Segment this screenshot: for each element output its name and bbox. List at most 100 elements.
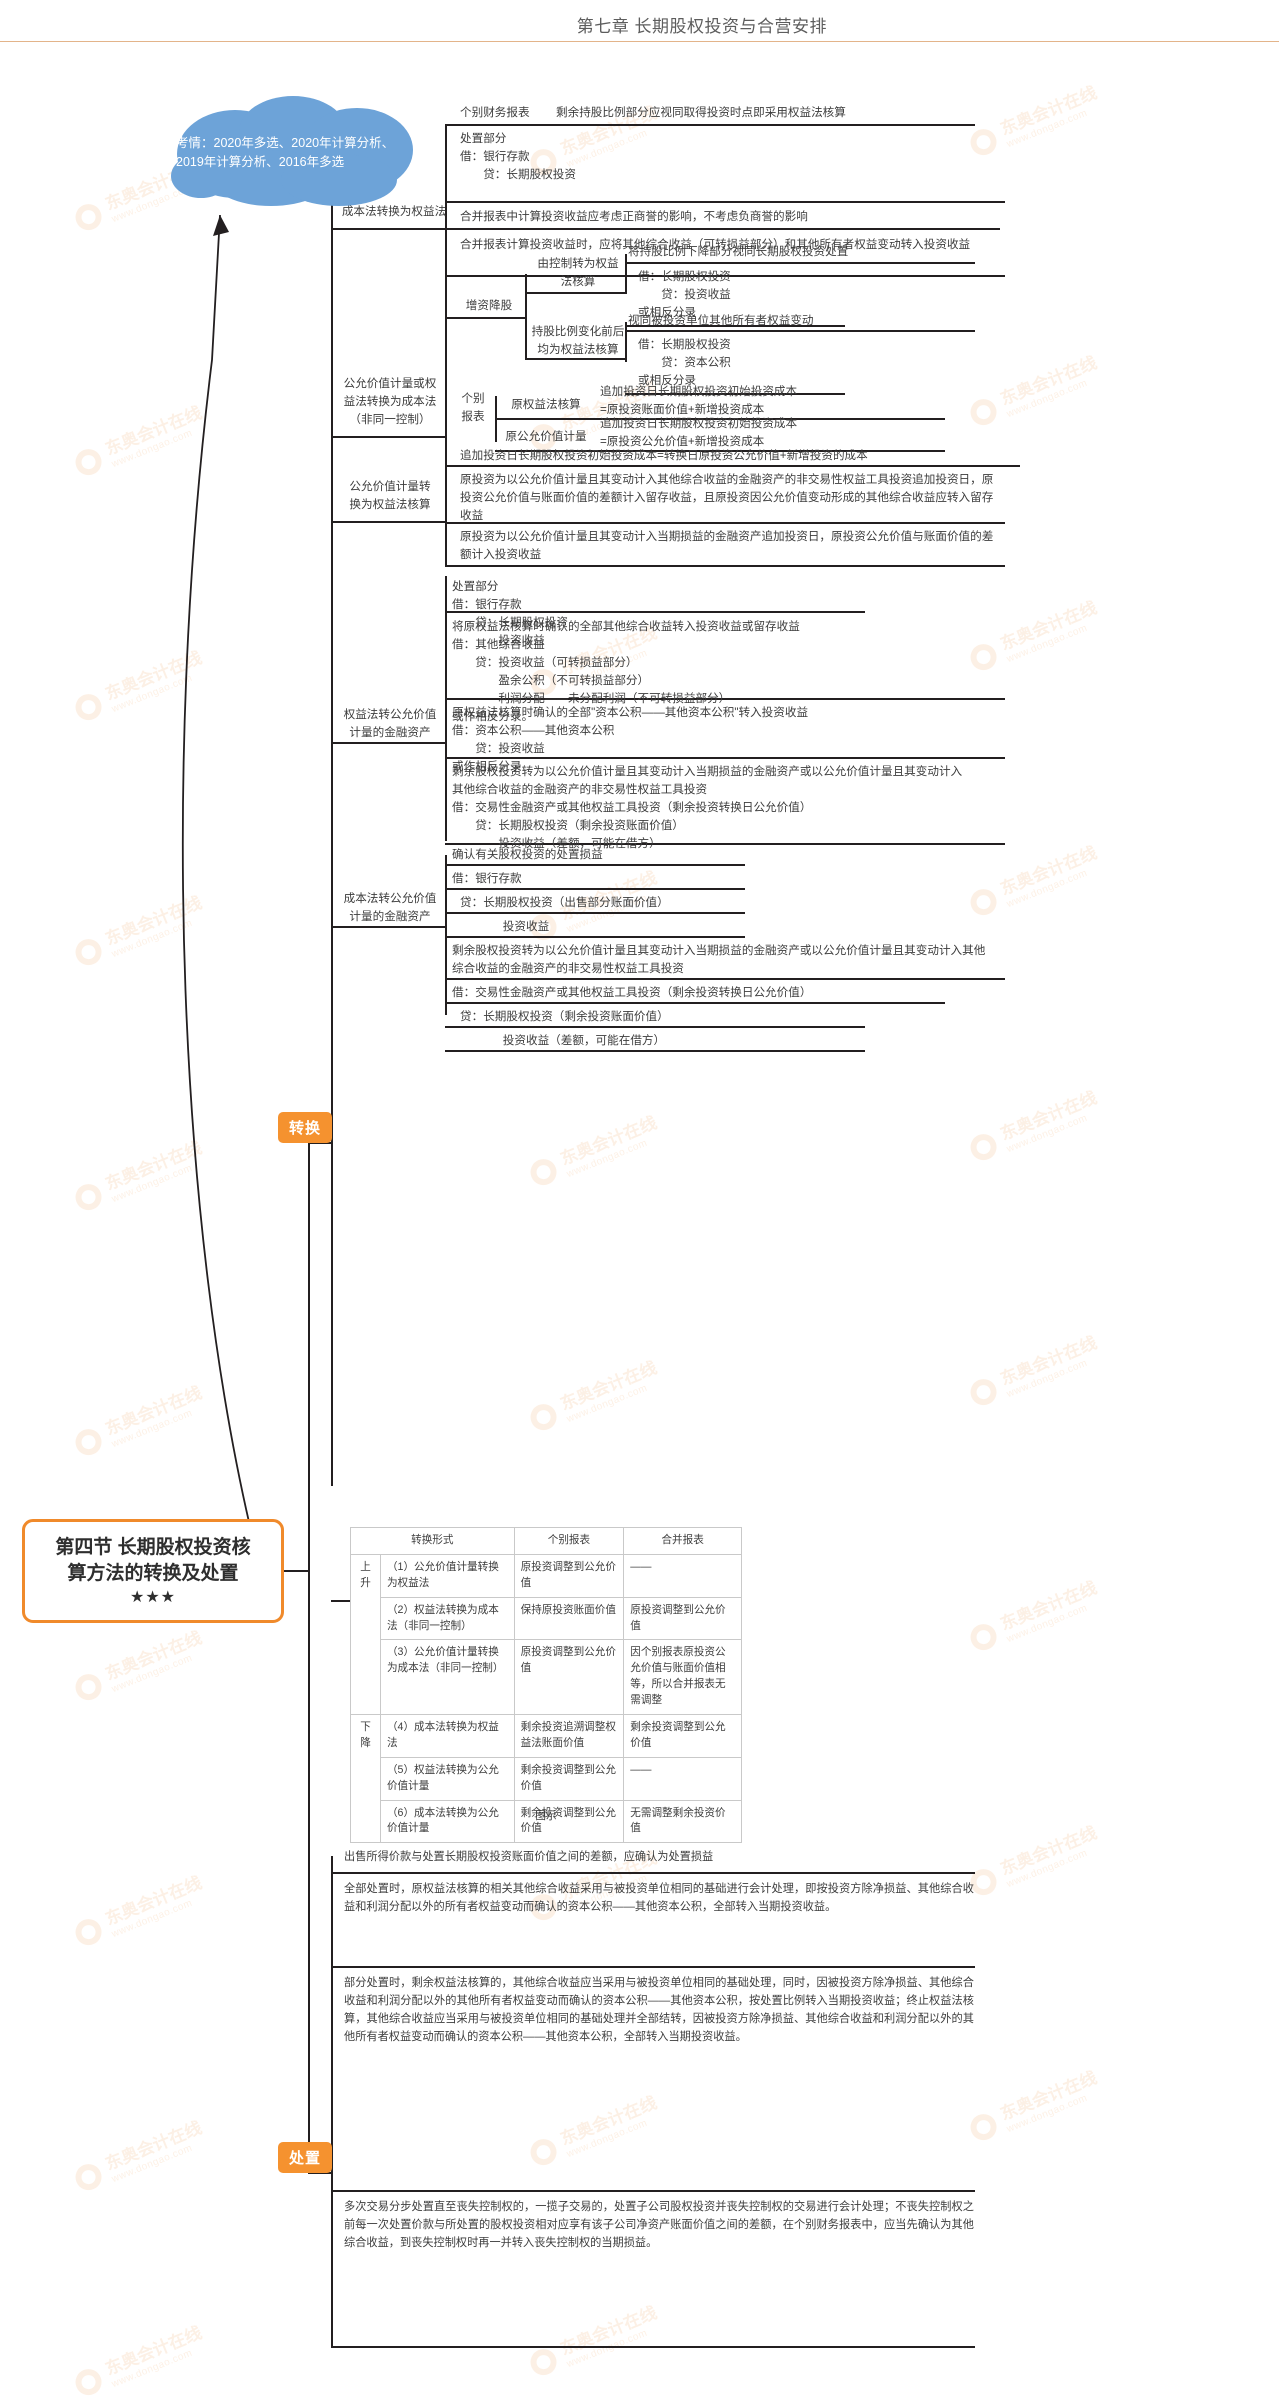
equity-to-fv-subspine xyxy=(445,576,447,841)
table-row: 上升（1）公允价值计量转换为权益法原投资调整到公允价值—— xyxy=(350,1553,742,1716)
watermark-text: 东奥会计在线 xyxy=(102,2118,205,2174)
equity-to-fv-item-3: 剩余股权投资转为以公允价值计量且其变动计入当期损益的金融资产或以公允价值计量且其… xyxy=(452,765,963,851)
watermark-text: 东奥会计在线 xyxy=(997,83,1100,139)
original-equity-method-label[interactable]: 原权益法核算 xyxy=(511,398,581,411)
root-title-line-1: 第四节 长期股权投资核 xyxy=(55,1537,251,1559)
table-cell-individual: 剩余投资追溯调整权益法账面价值 xyxy=(513,1714,625,1758)
control-to-equity-entry-underline xyxy=(625,325,845,327)
watermark-sub: www.dongao.com xyxy=(565,1137,650,1181)
branch-fv-to-equity-label[interactable]: 公允价值计量转 换为权益法核算 xyxy=(349,480,431,512)
cost-to-fv-item-6-underline xyxy=(445,1026,865,1028)
fv-to-equity-item-2-underline xyxy=(445,565,1005,567)
pill-disposal[interactable]: 处置 xyxy=(278,2142,333,2173)
equity-to-fv-item-2-underline xyxy=(445,757,1005,759)
cost-to-fv-subspine xyxy=(445,855,447,1015)
equity-to-fv-item-1: 将原权益法核算时确认的全部其他综合收益转入投资收益或留存收益 借：其他综合收益 … xyxy=(452,620,800,724)
control-to-equity-right-spine xyxy=(625,254,627,294)
control-to-equity-label[interactable]: 由控制转为权益 法核算 xyxy=(537,257,619,289)
watermark-text: 东奥会计在线 xyxy=(997,1578,1100,1634)
watermark-text: 东奥会计在线 xyxy=(102,1628,205,1684)
pill-conversion[interactable]: 转换 xyxy=(278,1112,333,1143)
branch-cost-to-equity-label[interactable]: 成本法转换为权益法 xyxy=(341,205,447,218)
equity-to-fv-item-0: 处置部分 借：银行存款 贷：长期股权投资 投资收益 xyxy=(452,580,568,648)
table-cell-form: （1）公允价值计量转换为权益法 xyxy=(379,1553,515,1598)
table-header-form: 转换形式 xyxy=(350,1527,515,1555)
branch-cost-to-fv-label[interactable]: 成本法转公允价值 计量的金融资产 xyxy=(343,892,437,924)
control-to-equity-stub xyxy=(525,292,625,294)
curved-arrow-to-cloud xyxy=(181,214,253,1536)
table-cell-consolidated: 无需调整剩余投资价值 xyxy=(623,1799,742,1844)
cost-to-fv-item-1-underline xyxy=(445,888,745,890)
watermark-sub: www.dongao.com xyxy=(1005,377,1090,421)
table-cell-consolidated: 原投资调整到公允价值 xyxy=(623,1596,742,1641)
table-cell-consolidated: —— xyxy=(623,1756,742,1801)
fv-to-equity-stub xyxy=(331,521,445,523)
table-group-cell: 下降 xyxy=(350,1714,381,1844)
original-fv-measure-label[interactable]: 原公允价值计量 xyxy=(505,430,587,443)
conversion-pill-connector xyxy=(326,1142,332,1144)
exam-info-line-1: 考情：2020年多选、2020年计算分析、 xyxy=(176,136,395,150)
individual-report-label[interactable]: 个别财务报表 xyxy=(460,106,530,119)
fv-to-equity-head-underline xyxy=(445,465,1020,467)
watermark-sub: www.dongao.com xyxy=(1005,2092,1090,2136)
cost-to-equity-disposal-entry: 处置部分 借：银行存款 贷：长期股权投资 xyxy=(460,132,576,182)
table-cell-form: （4）成本法转换为权益法 xyxy=(379,1714,515,1758)
disposal-paragraph-2: 全部处置时，原权益法核算的相关其他综合收益采用与被投资单位相同的基础进行会计处理… xyxy=(344,1883,974,1914)
table-row: （6）成本法转换为公允价值计量剩余投资调整到公允价值无需调整剩余投资价值 xyxy=(351,1799,742,1844)
watermark-sub: www.dongao.com xyxy=(565,2117,650,2161)
exam-info-line-2: 2019年计算分析、2016年多选 xyxy=(176,155,345,170)
table-row: （3）公允价值计量转换为成本法（非同一控制）原投资调整到公允价值因个别报表原投资… xyxy=(351,1639,742,1716)
table-connector xyxy=(331,1600,351,1602)
original-equity-method-text: 追加投资日长期股权投资初始投资成本 =原投资账面价值+新增投资成本 xyxy=(600,385,798,417)
difficulty-stars: ★★★ xyxy=(129,1588,177,1606)
watermark-sub: www.dongao.com xyxy=(110,1652,195,1696)
disposal-p3-underline xyxy=(331,2190,975,2192)
table-row: 下降（4）成本法转换为权益法剩余投资追溯调整权益法账面价值剩余投资调整到公允价值 xyxy=(350,1714,742,1844)
fv-or-equity-report-label[interactable]: 个别 报表 xyxy=(461,392,485,424)
cost-to-fv-item-4-underline xyxy=(445,978,1005,980)
fv-or-equity-to-cost-stub xyxy=(331,436,445,438)
watermark-text: 东奥会计在线 xyxy=(557,2093,660,2149)
disposal-entry-underline xyxy=(445,201,1005,203)
watermark-sub: www.dongao.com xyxy=(110,2347,195,2391)
disposal-pill-connector xyxy=(326,2172,332,2174)
watermark-text: 东奥会计在线 xyxy=(997,843,1100,899)
disposal-p4-underline xyxy=(331,2346,975,2348)
watermark-text: 东奥会计在线 xyxy=(997,353,1100,409)
exam-info-text: 考情：2020年多选、2020年计算分析、 2019年计算分析、2016年多选 xyxy=(176,134,416,173)
increase-decrease-label[interactable]: 增资降股 xyxy=(465,299,513,312)
consolidated-note-1-underline xyxy=(445,228,1000,230)
cost-to-equity-consolidated-note-2: 合并报表计算投资收益时，应将其他综合收益（可转损益部分）和其他所有者权益变动转入… xyxy=(460,238,971,251)
always-equity-label[interactable]: 持股比例变化前后 均为权益法核算 xyxy=(531,325,625,357)
cost-to-fv-item-0-underline xyxy=(445,864,745,866)
equity-to-fv-stub xyxy=(331,742,445,744)
watermark-sub: www.dongao.com xyxy=(1005,107,1090,151)
watermark-sub: www.dongao.com xyxy=(110,2142,195,2186)
table-cell-consolidated: —— xyxy=(623,1553,742,1598)
main-spine xyxy=(308,1142,310,2172)
watermark-text: 东奥会计在线 xyxy=(997,598,1100,654)
root-node[interactable]: 第四节 长期股权投资核 算方法的转换及处置 ★★★ xyxy=(22,1519,284,1623)
root-title-line-2: 算方法的转换及处置 xyxy=(67,1562,239,1584)
original-fv-underline xyxy=(495,450,945,452)
original-equity-underline xyxy=(495,418,945,420)
equity-to-fv-item-3-underline xyxy=(445,843,1005,845)
individual-report-underline xyxy=(445,124,975,126)
always-equity-head: 视同被投资单位其他所有者权益变动 xyxy=(628,314,814,327)
table-cell-form: （2）权益法转换为成本法（非同一控制） xyxy=(379,1596,515,1641)
watermark-sub: www.dongao.com xyxy=(1005,1112,1090,1156)
disposal-p1-underline xyxy=(331,1872,975,1874)
watermark-sub: www.dongao.com xyxy=(1005,1357,1090,1401)
cost-to-fv-item-5: 借：交易性金融资产或其他权益工具投资（剩余投资转换日公允价值） xyxy=(452,986,812,999)
watermark-sub: www.dongao.com xyxy=(565,1382,650,1426)
disposal-paragraph-1: 出售所得价款与处置长期股权投资账面价值之间的差额，应确认为处置损益 xyxy=(344,1851,714,1863)
branch-equity-to-fv-label[interactable]: 权益法转公允价值 计量的金融资产 xyxy=(343,708,437,740)
table-cell-individual: 剩余投资调整到公允价值 xyxy=(513,1799,625,1844)
table-cell-individual: 原投资调整到公允价值 xyxy=(513,1639,625,1716)
cost-to-equity-stub xyxy=(331,228,445,230)
disposal-paragraph-3: 部分处置时，剩余权益法核算的，其他综合收益应当采用与被投资单位相同的基础处理，同… xyxy=(344,1977,974,2044)
watermark-text: 东奥会计在线 xyxy=(102,1873,205,1929)
consolidated-note-2-underline xyxy=(445,275,1005,277)
disposal-p2-underline xyxy=(331,1966,975,1968)
branch-fv-or-equity-to-cost-label[interactable]: 公允价值计量或权 益法转换为成本法 （非同一控制） xyxy=(343,377,437,427)
